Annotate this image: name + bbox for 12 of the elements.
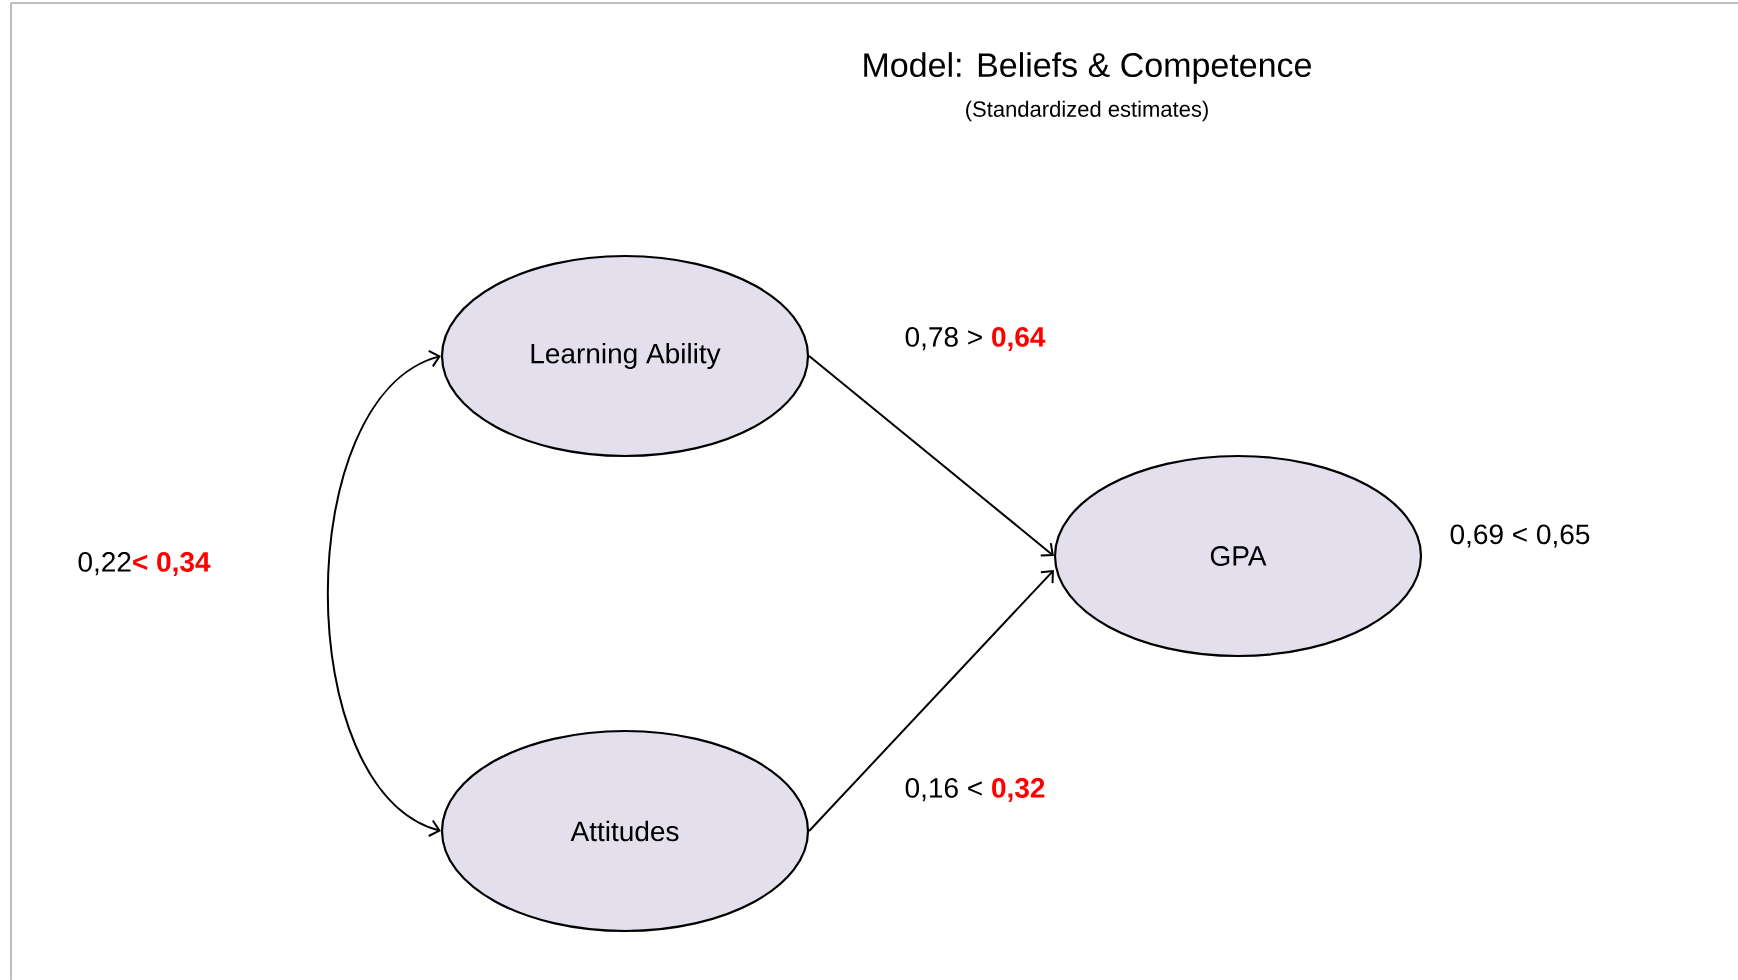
ellipse-node: GPA — [1053, 454, 1423, 658]
edge-label: 0,16 < 0,32 — [902, 776, 1048, 804]
ellipse-node: Learning Ability — [440, 254, 810, 458]
arrow — [808, 570, 1054, 832]
arrow — [808, 355, 1054, 557]
subtitle: (Standardized estimates) — [966, 100, 1208, 122]
edge-label: 0,22< 0,34 — [75, 550, 213, 578]
ellipse-node: Attitudes — [440, 729, 810, 933]
title: Model: Beliefs & Competence — [864, 52, 1311, 84]
arrow — [326, 349, 441, 837]
node-annotation: 0,69 < 0,65 — [1450, 524, 1590, 548]
edge-label: 0,78 > 0,64 — [902, 325, 1048, 353]
